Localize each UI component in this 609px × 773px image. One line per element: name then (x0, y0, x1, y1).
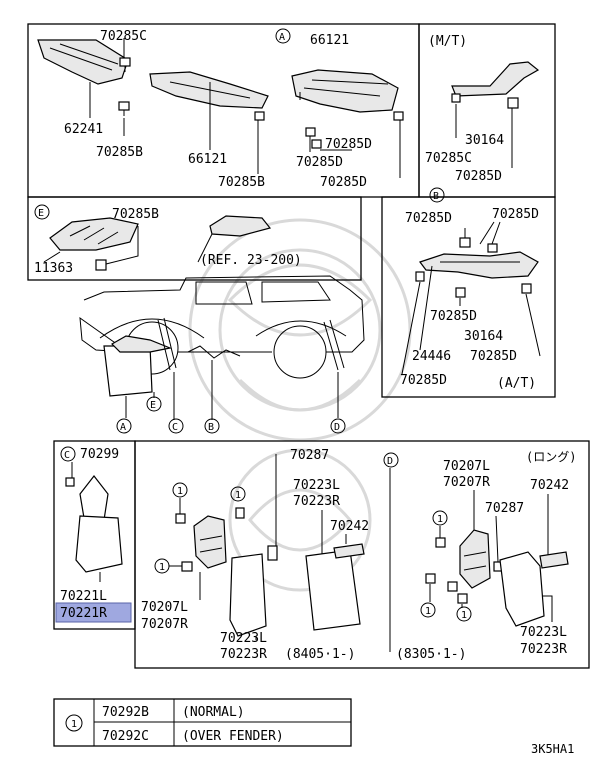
vehicle-outline: A E C B D (79, 275, 365, 434)
strip-70242-long[interactable] (539, 551, 569, 569)
part-number-label: 70223R (220, 647, 267, 662)
section-marker-e: E (150, 400, 156, 411)
section-marker-b: B (433, 191, 439, 202)
part-number-label: 70207R (141, 617, 188, 632)
part-number-label: 70285D (430, 309, 477, 324)
section-marker-c: C (172, 422, 178, 433)
section-marker-d: D (334, 422, 340, 433)
svg-text:1: 1 (425, 606, 431, 617)
legend-description: (OVER FENDER) (182, 729, 284, 744)
part-number-label: 70285B (218, 175, 265, 190)
part-number-label: 70207L (141, 600, 188, 615)
legend-table: 1 70292B (NORMAL) 70292C (OVER FENDER) (53, 698, 352, 747)
mud-guard-70223-left[interactable] (229, 553, 267, 637)
section-d-mud-guard-kit: D 70287 70223L 70223R 70242 1 1 1 70207L… (134, 440, 590, 669)
legend-part-number: 70292C (102, 729, 149, 744)
part-number-label: 70285D (470, 349, 517, 364)
reference-part (209, 215, 272, 237)
part-number-label: 70223L (220, 631, 267, 646)
section-marker-a: A (279, 32, 285, 43)
section-b-crossmember-at: B 70285D 70285D 70285D 30164 24446 70285… (381, 187, 556, 398)
skid-plate-66121-right[interactable] (291, 69, 399, 113)
part-number-label: 70285B (112, 207, 159, 222)
mud-guard-70223-long[interactable] (305, 549, 361, 631)
crossmember-30164-at[interactable] (419, 251, 539, 279)
highlighted-part[interactable] (55, 602, 132, 623)
part-number-label: 70285D (455, 169, 502, 184)
part-number-label: 70242 (530, 478, 569, 493)
part-number-label: 66121 (310, 33, 349, 48)
crossmember-30164[interactable] (451, 61, 540, 97)
part-number-label: 70223R (520, 642, 567, 657)
bracket-70207[interactable] (193, 515, 227, 569)
section-mt-crossmember: (M/T) 30164 70285C 70285D (418, 23, 556, 198)
part-number-label: 70221L (60, 589, 107, 604)
part-number-label: 70242 (330, 519, 369, 534)
svg-text:1: 1 (461, 610, 467, 621)
mud-flap-front[interactable] (103, 345, 153, 397)
section-a-skid-plates: 70285C A 66121 62241 70285B 66121 70285D… (27, 23, 420, 198)
part-number-label: 70285D (325, 137, 372, 152)
mud-guard-70223-long-right[interactable] (499, 551, 545, 627)
clip-70287[interactable] (267, 545, 278, 561)
svg-text:1: 1 (235, 490, 241, 501)
part-number-label: 70207L (443, 459, 490, 474)
part-number-label: 70223L (520, 625, 567, 640)
section-marker-d: D (387, 456, 393, 467)
strip-70242[interactable] (333, 543, 365, 559)
part-number-label: 70223L (293, 478, 340, 493)
part-number-label: 70285D (405, 211, 452, 226)
legend-description: (NORMAL) (182, 705, 245, 720)
part-number-label: 70207R (443, 475, 490, 490)
part-number-label: 70285C (425, 151, 472, 166)
legend-key-marker (65, 714, 83, 732)
section-c-mud-guard: C 70299 70221L 70221R (53, 440, 136, 630)
reference-label: (REF. 23-200) (200, 253, 302, 268)
skid-plate-62241[interactable] (37, 39, 129, 85)
svg-text:1: 1 (159, 562, 165, 573)
section-marker-e: E (38, 208, 44, 219)
legend-part-number: 70292B (102, 705, 149, 720)
part-number-label: 70285D (296, 155, 343, 170)
part-number-label: 70223R (293, 494, 340, 509)
part-number-label: 70285C (100, 29, 147, 44)
part-number-label: 70287 (290, 448, 329, 463)
part-number-label: 30164 (465, 133, 504, 148)
section-e-skid-plate: E 70285B 11363 (REF. 23-200) (27, 196, 362, 281)
variant-label-mt: (M/T) (428, 34, 467, 49)
variant-label-long: (ロング) (526, 450, 576, 464)
bolt-icon (118, 57, 404, 149)
part-number-label: 66121 (188, 152, 227, 167)
part-number-label: 70285D (492, 207, 539, 222)
mud-guard-70221[interactable] (75, 515, 123, 573)
section-marker-b: B (208, 422, 214, 433)
legend-key: 1 (71, 719, 77, 730)
part-number-label: 11363 (34, 261, 73, 276)
watermark-emblem (188, 218, 412, 592)
part-number-label: 24446 (412, 349, 451, 364)
svg-text:1: 1 (437, 514, 443, 525)
part-number-label: 70299 (80, 447, 119, 462)
section-marker-a: A (120, 422, 126, 433)
part-number-label: 70285D (320, 175, 367, 190)
part-number-label: 70285D (400, 373, 447, 388)
part-number-label: 62241 (64, 122, 103, 137)
part-number-label: 30164 (464, 329, 503, 344)
date-range-label: (8405·1-) (285, 647, 355, 662)
part-number-label: 70287 (485, 501, 524, 516)
date-range-label: (8305·1-) (396, 647, 466, 662)
diagram-code: 3K5HA1 (531, 742, 574, 756)
section-marker-c: C (64, 450, 70, 461)
part-number-label: 70285B (96, 145, 143, 160)
svg-text:1: 1 (177, 486, 183, 497)
bracket-70207-long[interactable] (459, 529, 491, 589)
variant-label-at: (A/T) (497, 376, 536, 391)
part-number-label-selected: 70221R (60, 606, 107, 621)
